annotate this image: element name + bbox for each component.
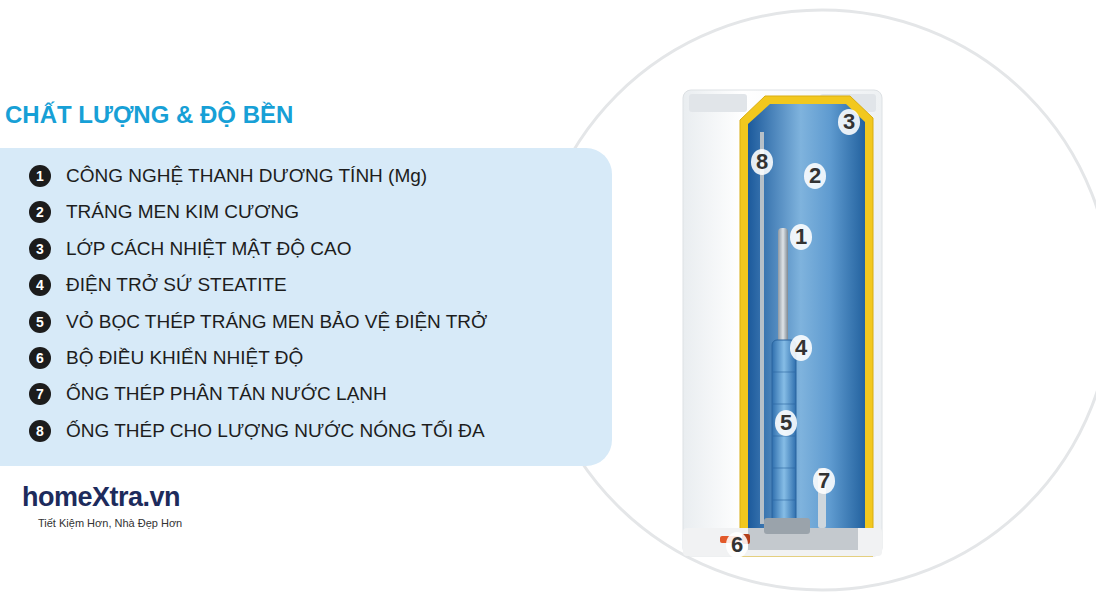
number-badge: 6 <box>29 347 51 369</box>
callout-number: 1 <box>790 224 812 250</box>
feature-text: ỐNG THÉP CHO LƯỢNG NƯỚC NÓNG TỐI ĐA <box>66 420 485 442</box>
number-badge: 1 <box>29 165 51 187</box>
feature-text: TRÁNG MEN KIM CƯƠNG <box>66 201 299 223</box>
badge-number: 7 <box>36 386 44 402</box>
callout-number: 8 <box>751 149 773 175</box>
feature-text: LỚP CÁCH NHIỆT MẬT ĐỘ CAO <box>66 238 352 260</box>
heater-cabinet <box>683 90 882 556</box>
hot-water-pipe <box>760 132 764 524</box>
enamel-tank <box>748 104 865 530</box>
badge-number: 4 <box>36 277 44 293</box>
callout-number: 6 <box>726 532 748 558</box>
callout-number: 4 <box>790 335 812 361</box>
badge-number: 3 <box>36 241 44 257</box>
callout-number: 7 <box>813 468 835 494</box>
badge-number: 6 <box>36 350 44 366</box>
cabinet-top <box>689 94 747 112</box>
number-badge: 4 <box>29 274 51 296</box>
insulation-layer <box>740 96 873 556</box>
number-badge: 3 <box>29 238 51 260</box>
frame-circle <box>532 10 1096 590</box>
feature-text: CÔNG NGHỆ THANH DƯƠNG TÍNH (Mg) <box>66 165 427 187</box>
element-flange <box>764 518 810 534</box>
callout-number: 2 <box>804 163 826 189</box>
callout-number: 3 <box>838 109 860 135</box>
badge-number: 8 <box>36 423 44 439</box>
feature-list-panel: 1 2 3 4 5 6 7 8 CÔNG NGHỆ THANH DƯƠNG TÍNH (Mg) T… <box>0 148 612 466</box>
feature-text: VỎ BỌC THÉP TRÁNG MEN BẢO VỆ ĐIỆN TRỞ <box>66 311 487 333</box>
feature-text: ỐNG THÉP PHÂN TÁN NƯỚC LẠNH <box>66 383 387 405</box>
badge-number: 5 <box>36 314 44 330</box>
brand-logo: homeXtra.vn <box>22 482 180 513</box>
feature-text: BỘ ĐIỀU KHIỂN NHIỆT ĐỘ <box>66 347 303 369</box>
feature-text: ĐIỆN TRỞ SỨ STEATITE <box>66 274 287 296</box>
badge-number: 2 <box>36 204 44 220</box>
number-badge: 8 <box>29 420 51 442</box>
badge-number: 1 <box>36 168 44 184</box>
brand-tagline: Tiết Kiệm Hơn, Nhà Đẹp Hơn <box>38 517 182 529</box>
number-badge: 2 <box>29 201 51 223</box>
callout-number: 5 <box>775 410 797 436</box>
number-badge: 5 <box>29 311 51 333</box>
diagram-title: CHẤT LƯỢNG & ĐỘ BỀN <box>5 101 293 129</box>
number-badge: 7 <box>29 383 51 405</box>
